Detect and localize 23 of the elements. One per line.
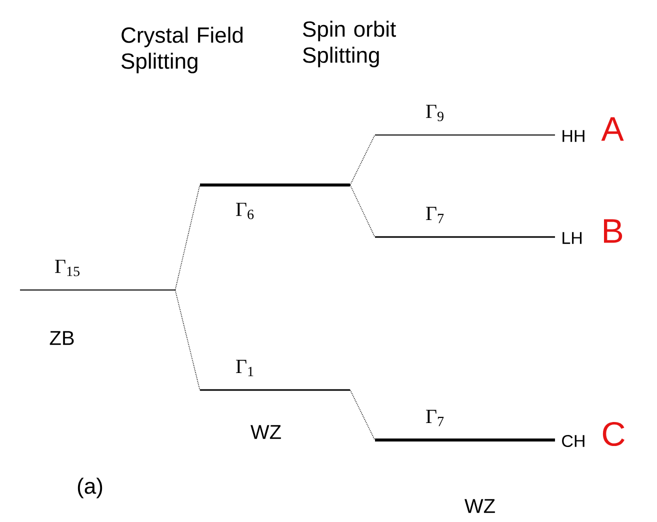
column-heading: Spin orbit Splitting	[303, 20, 396, 68]
dotted-connector	[174, 184, 200, 290]
dotted-connector	[350, 134, 376, 186]
state-label: LH	[562, 232, 582, 244]
dotted-connector	[350, 390, 376, 440]
dotted-connector	[350, 184, 376, 238]
column-heading: Crystal Field Splitting	[122, 26, 243, 74]
band-letter: A	[601, 117, 624, 141]
level-label: Γ$_{15}$	[55, 260, 80, 276]
band-letter: C	[602, 422, 624, 446]
state-label: CH	[562, 434, 584, 448]
level-label: Γ$_{1}$	[236, 360, 254, 376]
state-label: HH	[562, 130, 584, 142]
panel-label: (a)	[78, 478, 102, 498]
phase-label: WZ	[464, 499, 495, 513]
level-label: Γ$_{7}$	[426, 206, 444, 224]
level-label: Γ$_{6}$	[236, 202, 254, 220]
phase-label: WZ	[250, 425, 281, 439]
phase-label: ZB	[50, 331, 74, 345]
level-label: Γ$_{7}$	[426, 410, 444, 426]
dotted-connector	[174, 290, 200, 390]
level-label: Γ$_{9}$	[426, 104, 444, 122]
band-letter: B	[604, 219, 622, 243]
